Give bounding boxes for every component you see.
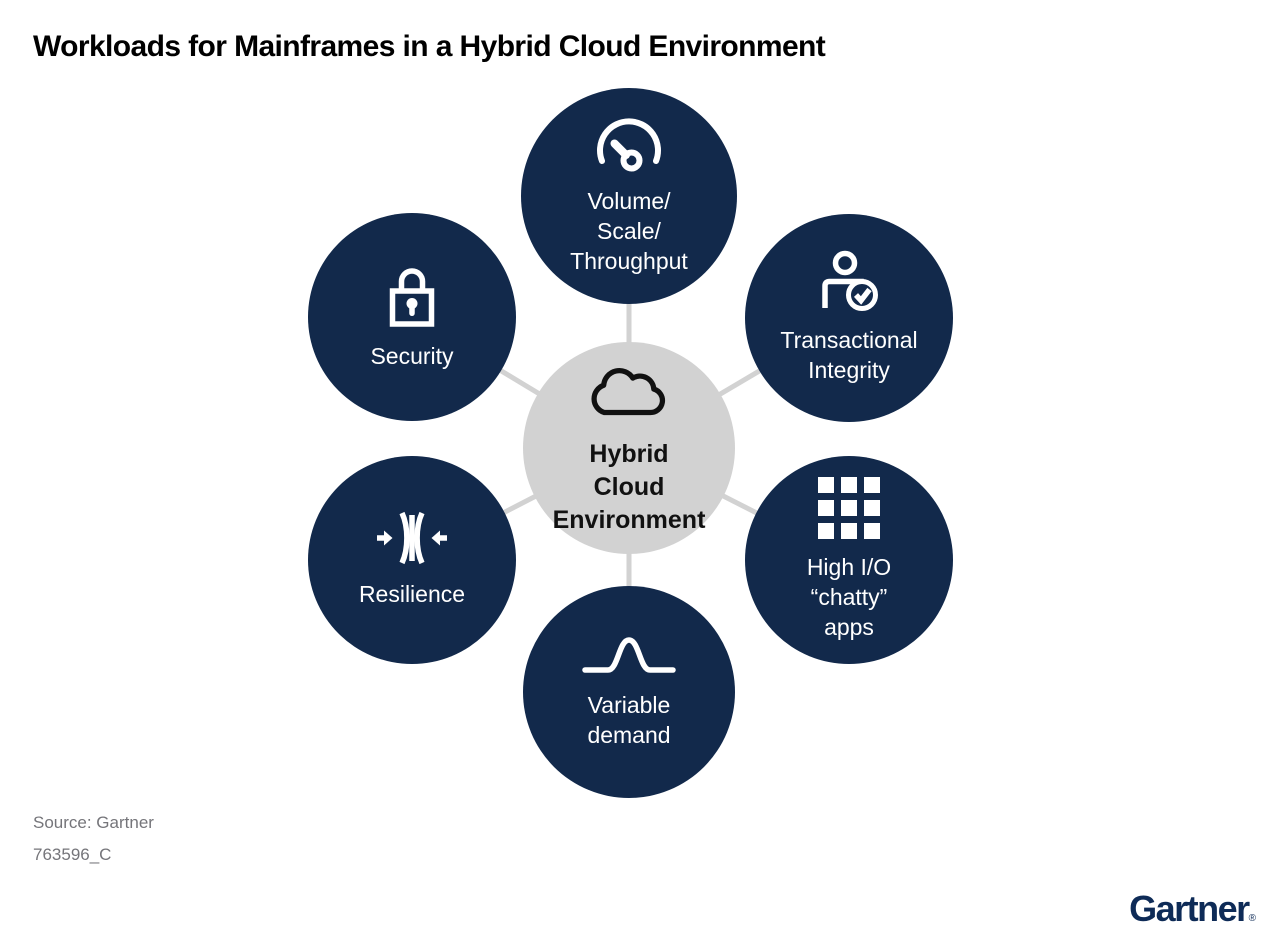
gauge-icon: [597, 118, 661, 172]
node-circle-transactional-integrity: Transactional Integrity: [745, 214, 953, 422]
gartner-logo-text: Gartner: [1129, 888, 1250, 929]
node-label: Resilience: [358, 581, 466, 608]
compress-arrows-icon: [377, 511, 447, 565]
node-circle-variable-demand: Variable demand: [523, 586, 735, 798]
node-label: Transactional Integrity: [780, 327, 918, 383]
page-title: Workloads for Mainframes in a Hybrid Clo…: [33, 30, 826, 63]
figure-id: 763596_C: [33, 845, 112, 864]
grid-icon: [818, 477, 880, 540]
node-circle-volume-scale-throughput: Volume/ Scale/ Throughput: [521, 88, 737, 304]
node-circle-security: Security: [308, 213, 516, 421]
node-label: Volume/ Scale/ Throughput: [570, 188, 688, 274]
source-text: Source: Gartner: [33, 813, 154, 832]
registered-mark-icon: ®: [1248, 913, 1256, 924]
cloud-icon: [591, 368, 666, 416]
bell-curve-icon: [582, 637, 676, 673]
hub-label: Hybrid Cloud Environment: [552, 440, 706, 534]
node-circle-high-io-chatty-apps: High I/O “chatty” apps: [745, 456, 953, 664]
node-circle-resilience: Resilience: [308, 456, 516, 664]
node-label: High I/O “chatty” apps: [806, 554, 892, 640]
person-check-icon: [822, 250, 878, 312]
hub-circle-hybrid-cloud-environment: Hybrid Cloud Environment: [523, 342, 735, 554]
node-label: Variable demand: [587, 692, 671, 748]
lock-icon: [389, 268, 435, 327]
gartner-logo: Gartner®: [1129, 891, 1256, 927]
node-label: Security: [370, 343, 454, 370]
